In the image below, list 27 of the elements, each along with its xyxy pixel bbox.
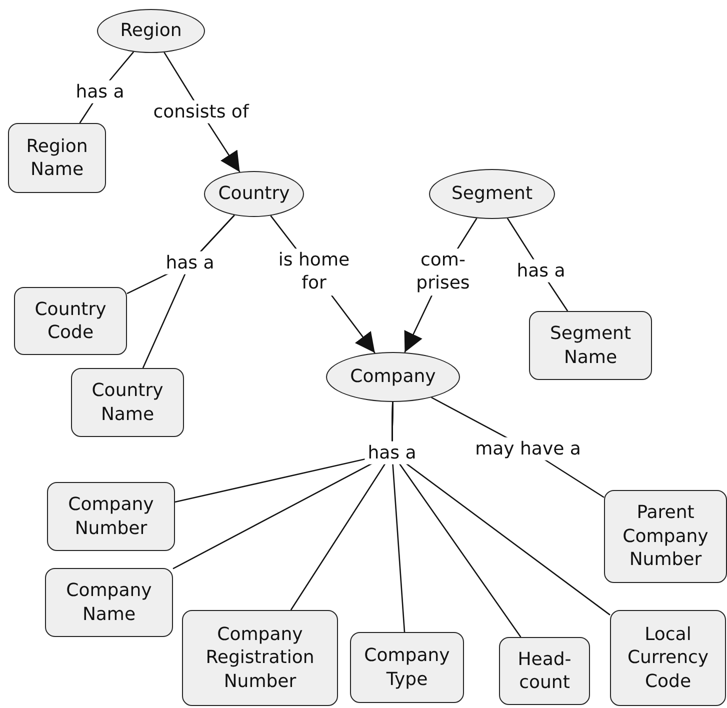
attribute-box <box>182 610 338 706</box>
node-text: Segment Name <box>549 322 632 369</box>
node-text: Parent Company Number <box>622 501 710 572</box>
attribute-box <box>350 632 464 703</box>
node-text: Local Currency Code <box>626 622 710 694</box>
attribute-box <box>14 287 127 355</box>
node-text: Country Name <box>90 379 164 426</box>
node-text: Country Code <box>34 298 108 344</box>
attribute-box <box>604 490 727 583</box>
node-text: Head- count <box>516 648 572 694</box>
attribute-box <box>529 311 652 380</box>
node-text: Company Name <box>65 579 153 626</box>
attribute-box <box>610 610 726 706</box>
connector-line <box>391 402 610 616</box>
node-text: Region Name <box>25 134 89 182</box>
node-text: Region <box>119 19 183 43</box>
attribute-box <box>499 637 590 705</box>
node-text: Company Registration Number <box>204 622 316 694</box>
node-text: Company Type <box>363 644 451 691</box>
node-text: Company Number <box>67 493 155 540</box>
node-text: Company <box>349 365 437 389</box>
attribute-box <box>45 568 173 637</box>
attribute-box <box>8 123 106 193</box>
attribute-box <box>71 368 184 437</box>
node-text: Segment <box>450 182 534 206</box>
attribute-box <box>47 482 175 551</box>
node-text: Country <box>217 182 291 206</box>
